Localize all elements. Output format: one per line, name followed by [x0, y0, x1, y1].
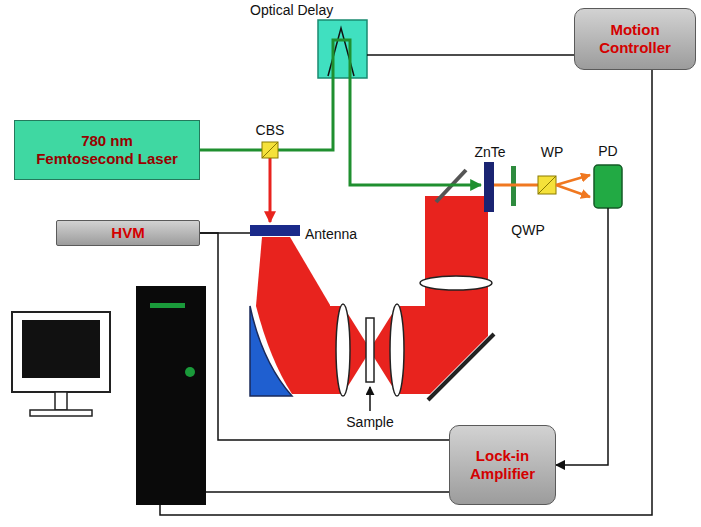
parabolic-mirror: [250, 306, 292, 396]
delay-stage: [318, 20, 367, 78]
laser-beam: [200, 149, 262, 152]
split-beam: [556, 185, 590, 197]
label-anchor: Antenna: [305, 225, 357, 243]
pump-beam: [269, 158, 272, 222]
signal-wire: [367, 54, 574, 56]
power-light: [185, 367, 195, 377]
znte-crystal: [484, 162, 494, 212]
part-label: ZnTe: [474, 144, 505, 160]
probe-beam: [278, 40, 481, 185]
beam-splitter-cube: [262, 142, 278, 158]
box-label: HVM: [111, 224, 144, 242]
sample-plate: [366, 318, 374, 382]
laser-box: 780 nm Femtosecond Laser: [14, 120, 200, 180]
antenna-chip: [250, 225, 300, 236]
part-heading: PD: [594, 143, 622, 159]
sample-pointer: [369, 387, 371, 411]
voltage-box: HVM: [56, 220, 200, 246]
signal-wire: [200, 233, 449, 440]
drive-slot: [150, 303, 185, 308]
label-anchor: WP: [541, 143, 564, 161]
photodiode: [594, 165, 622, 208]
part-label: Sample: [346, 414, 393, 430]
computer-tower: [136, 286, 206, 505]
data-wire: [206, 491, 455, 493]
signal-wire: [556, 208, 608, 465]
thz-beam: [397, 196, 488, 394]
lens: [390, 304, 404, 396]
part-label: CBS: [256, 122, 285, 138]
controller-box: Motion Controller: [574, 8, 696, 70]
part-heading: Optical Delay: [250, 2, 367, 18]
box-label: 780 nm Femtosecond Laser: [33, 132, 181, 168]
label-anchor: ZnTe: [474, 143, 505, 161]
monitor-stand: [55, 392, 67, 410]
lens: [420, 276, 492, 290]
amplifier-box: Lock-in Amplifier: [449, 425, 556, 505]
flat-mirror: [428, 334, 494, 400]
detector-box: PD: [594, 143, 622, 208]
part-label: Antenna: [305, 226, 357, 242]
part-label: WP: [541, 144, 564, 160]
beam-splitter-cube: [262, 142, 278, 158]
monitor-base: [30, 410, 92, 416]
box-label: Motion Controller: [575, 21, 695, 57]
probe-beam: [494, 184, 538, 187]
control-wire: [160, 70, 652, 515]
split-beam: [556, 175, 590, 185]
box-label: Lock-in Amplifier: [450, 447, 555, 483]
monitor: [12, 312, 110, 392]
wollaston-prism: [538, 176, 556, 194]
wollaston-prism: [538, 176, 556, 194]
part-label: QWP: [511, 222, 544, 238]
label-anchor: CBS: [256, 121, 285, 139]
lens: [336, 304, 350, 396]
label-anchor: QWP: [511, 221, 544, 239]
label-anchor: Sample: [346, 413, 393, 431]
delay-stage-box: Optical Delay: [250, 2, 367, 80]
monitor-screen: [22, 320, 100, 378]
